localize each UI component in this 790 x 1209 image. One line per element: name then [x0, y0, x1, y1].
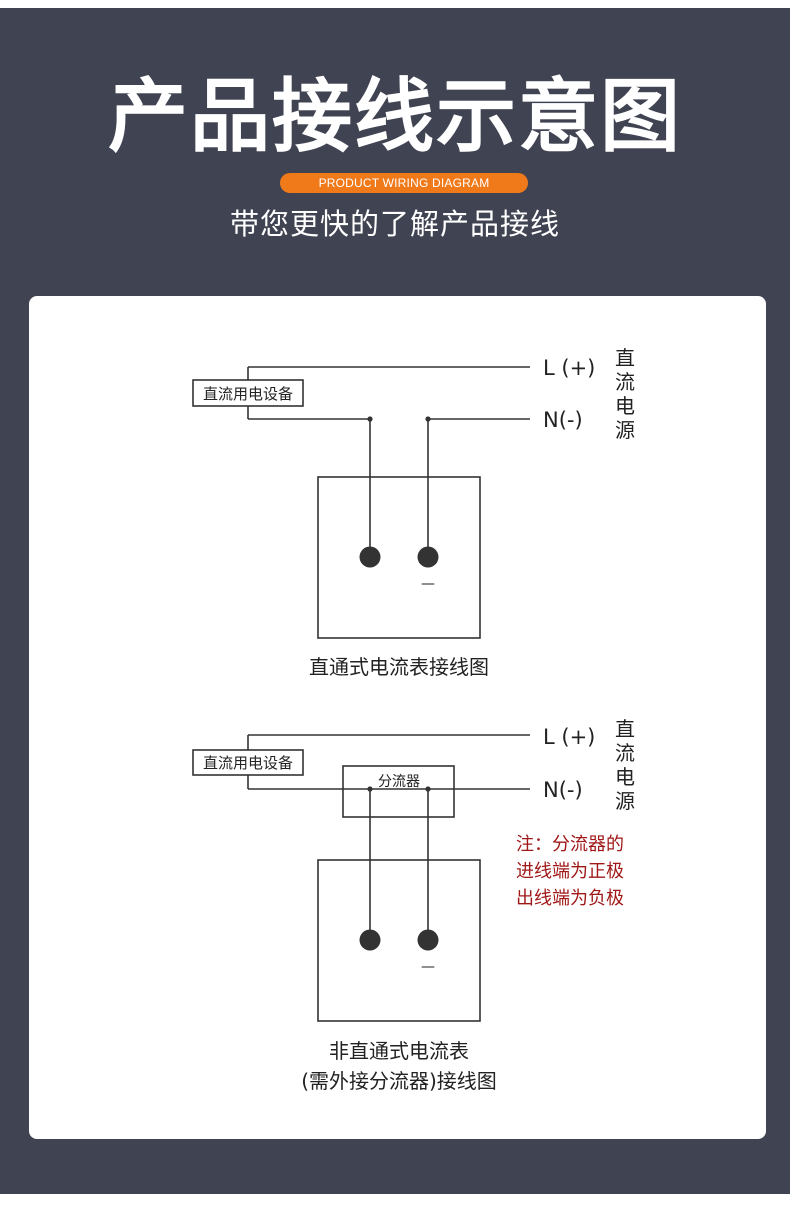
d2-note-line-1: 注：分流器的: [516, 834, 624, 855]
d1-device-label: 直流用电设备: [203, 385, 293, 403]
diagram-card: [29, 296, 766, 1139]
d1-negative-label: N(-): [543, 408, 583, 432]
d2-shunt-box: [342, 765, 455, 818]
d1-minus-mark: —: [421, 576, 435, 592]
d1-positive-label: L (+): [543, 356, 595, 380]
d2-minus-mark: —: [421, 959, 435, 975]
d1-source-label-4: 源: [615, 418, 635, 442]
d2-caption-line-2: (需外接分流器)接线图: [301, 1069, 497, 1093]
d2-source-label-3: 电: [615, 765, 635, 789]
d1-source-label-1: 直: [615, 346, 635, 370]
d1-junction-dot-right: [425, 416, 431, 422]
d2-note-line-3: 出线端为负极: [516, 888, 624, 909]
d2-meter-body: [317, 859, 481, 1022]
d2-meter-terminal-negative: [417, 929, 439, 951]
d2-shunt-dot-right: [425, 786, 431, 792]
d1-device-box: [192, 379, 304, 407]
d2-source-label-2: 流: [615, 741, 635, 765]
d1-junction-dot-left: [367, 416, 373, 422]
d2-device-box: [192, 749, 304, 776]
title-badge: PRODUCT WIRING DIAGRAM: [280, 173, 528, 193]
d1-caption: 直通式电流表接线图: [309, 655, 489, 679]
d2-device-label: 直流用电设备: [203, 754, 293, 772]
d1-source-label-3: 电: [615, 394, 635, 418]
page-subtitle: 带您更快的了解产品接线: [229, 207, 560, 241]
d2-note-line-2: 进线端为正极: [516, 861, 624, 882]
d1-meter-terminal-negative: [417, 546, 439, 568]
d2-negative-label: N(-): [543, 778, 583, 802]
d1-meter-body: [317, 476, 481, 639]
d2-positive-label: L (+): [543, 725, 595, 749]
d1-source-label-2: 流: [615, 370, 635, 394]
d2-shunt-dot-left: [367, 786, 373, 792]
d2-caption-line-1: 非直通式电流表: [329, 1039, 469, 1063]
d1-meter-terminal-positive: [359, 546, 381, 568]
d2-source-label-1: 直: [615, 717, 635, 741]
d2-shunt-label: 分流器: [378, 774, 420, 790]
d2-source-label-4: 源: [615, 789, 635, 813]
d2-meter-terminal-positive: [359, 929, 381, 951]
page-title: 产品接线示意图: [108, 70, 682, 163]
